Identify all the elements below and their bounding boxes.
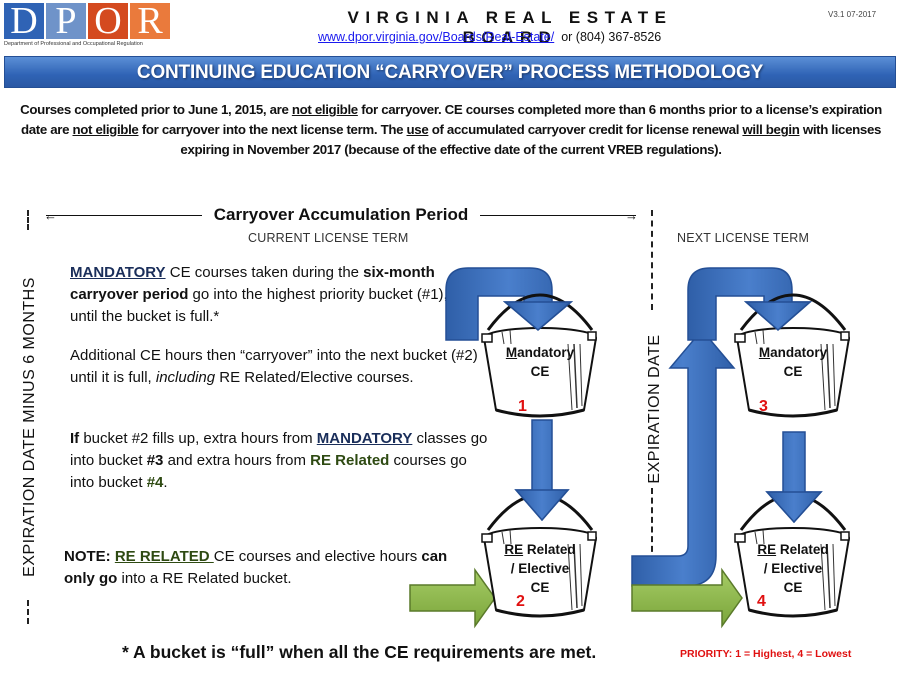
text: classes go into bucket [70, 430, 488, 469]
text: into a RE Related bucket. [117, 570, 292, 587]
board-title: VIRGINIA REAL ESTATE BOARD [347, 8, 673, 47]
arrow-right-icon [409, 567, 496, 629]
note-label: NOTE: [64, 548, 115, 565]
text-bold: can only go [64, 548, 448, 587]
paragraph-note: NOTE: RE RELATED CE courses and elective… [64, 546, 474, 590]
bucket-label-text: / Elective [763, 561, 823, 576]
dpor-logo: D P O R Department of Professional and O… [4, 2, 172, 51]
text: Additional CE hours then “carryover” int… [70, 347, 478, 386]
text-bold: #4 [146, 474, 164, 491]
carryover-arrow-icon [631, 328, 736, 587]
bucket-number: 3 [759, 398, 768, 415]
intro-text-part: of accumulated carryover credit for lice… [428, 122, 743, 137]
intro-emphasis: use [406, 122, 429, 137]
bucket-number: 4 [757, 593, 766, 610]
intro-emphasis: will begin [742, 122, 800, 137]
period-title: Carryover Accumulation Period [213, 205, 469, 224]
phone-text: or (804) 367-8526 [561, 30, 662, 44]
bucket-label-underline: M [758, 345, 771, 360]
version-label: V3.1 07-2017 [828, 10, 877, 19]
expiration-divider [651, 210, 653, 310]
bucket-label-underline: M [505, 345, 518, 360]
text: CE courses and elective hours [213, 548, 422, 565]
left-boundary-dash [27, 600, 29, 624]
bucket-label-text: andatory [517, 345, 575, 360]
paragraph-overflow: If bucket #2 fills up, extra hours from … [70, 428, 490, 494]
bucket-label-text: andatory [770, 345, 828, 360]
intro-text: Courses completed prior to June 1, 2015,… [6, 100, 896, 160]
bucket-number: 2 [516, 593, 525, 610]
carryover-period-header: ← Carryover Accumulation Period → [44, 204, 638, 226]
bucket-label-underline: RE [757, 542, 777, 557]
footnote: * A bucket is “full” when all the CE req… [122, 642, 597, 662]
bucket-label-text: CE [783, 364, 803, 379]
website-link[interactable]: www.dpor.virginia.gov/Boards/Real-Estate… [318, 30, 555, 44]
bucket-label-text: Related [523, 542, 576, 557]
text-bold: six-month carryover period [70, 264, 435, 303]
text: RE Related/Elective courses. [215, 369, 414, 386]
text: CE courses taken during the [165, 264, 364, 281]
paragraph-mandatory: MANDATORY CE courses taken during the si… [70, 262, 460, 328]
text: bucket #2 fills up, extra hours from [79, 430, 317, 447]
intro-text-part: with licenses expiring in November 2017 … [180, 122, 882, 157]
arrow-right-icon: → [480, 208, 638, 223]
left-boundary-dash [27, 210, 29, 230]
logo-letter: P [46, 2, 86, 40]
logo-letter: O [88, 2, 128, 40]
bucket-number: 1 [518, 398, 527, 415]
bucket-label-text: / Elective [510, 561, 570, 576]
bucket-label-text: CE [530, 580, 550, 595]
next-term-label: NEXT LICENSE TERM [677, 231, 810, 245]
logo-subtitle: Department of Professional and Occupatio… [4, 41, 143, 47]
text-bold: #3 [146, 452, 164, 469]
text: . [163, 474, 168, 491]
text: courses go into bucket [70, 452, 467, 491]
re-related-emphasis: RE RELATED [114, 548, 214, 565]
expiration-divider [651, 488, 653, 600]
arrow-right-icon [631, 567, 743, 629]
bucket-label-underline: RE [504, 542, 524, 557]
mandatory-emphasis: MANDATORY [316, 430, 413, 447]
bucket-label-text: CE [530, 364, 550, 379]
text: and extra hours from [163, 452, 311, 469]
intro-text-part: for carryover into the next license term… [138, 122, 407, 137]
intro-text-part: Courses completed prior to June 1, 2015,… [20, 102, 292, 117]
bucket-label-text: CE [783, 580, 803, 595]
intro-text-part: for carryover. CE courses completed more… [20, 102, 882, 137]
text-italic: including [155, 369, 216, 386]
arrow-left-icon: ← [44, 208, 202, 223]
re-related-emphasis: RE Related [310, 452, 390, 469]
intro-emphasis: not eligible [72, 122, 139, 137]
logo-letter: R [130, 2, 170, 40]
mandatory-emphasis: MANDATORY [70, 264, 166, 281]
current-term-label: CURRENT LICENSE TERM [248, 231, 409, 245]
page-title-banner: CONTINUING EDUCATION “CARRYOVER” PROCESS… [4, 56, 896, 88]
text: go into the highest priority bucket (#1)… [70, 286, 448, 325]
bucket-label-text: Related [776, 542, 829, 557]
priority-legend: PRIORITY: 1 = Highest, 4 = Lowest [680, 648, 852, 660]
intro-emphasis: not eligible [291, 102, 358, 117]
text-bold: If [70, 430, 80, 447]
logo-letter: D [4, 2, 44, 40]
board-contact: www.dpor.virginia.gov/Boards/Real-Estate… [318, 30, 661, 44]
paragraph-additional: Additional CE hours then “carryover” int… [70, 345, 485, 389]
